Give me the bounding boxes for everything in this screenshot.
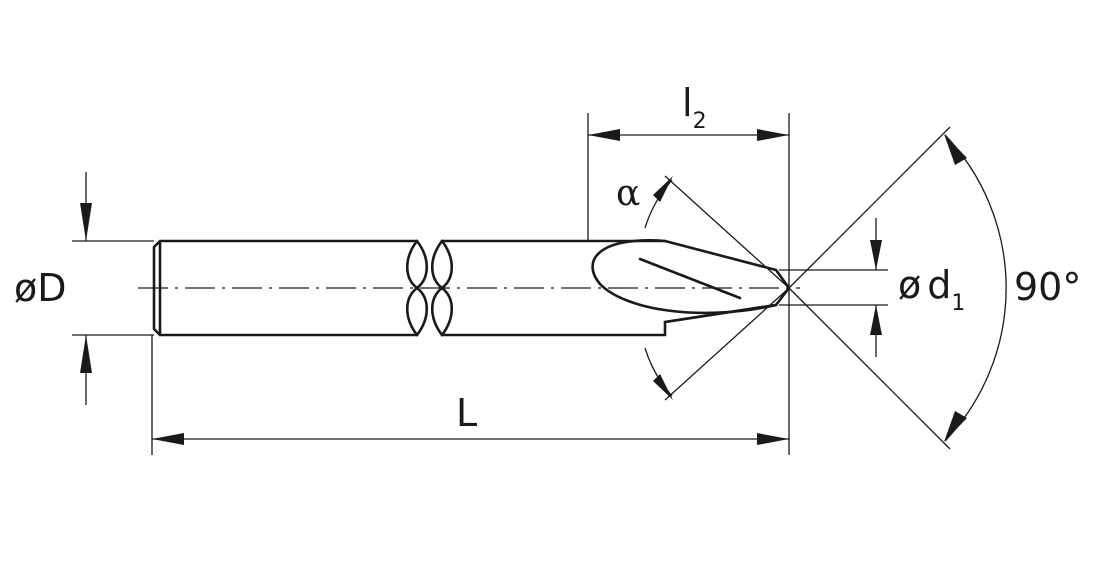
flute-edge: [638, 257, 742, 300]
label-90-degrees: 90°: [1014, 265, 1081, 309]
dimension-90: [788, 126, 1007, 450]
diameter-letter: D: [37, 266, 66, 310]
cutting-edge: [663, 303, 778, 324]
label-alpha: α: [616, 173, 640, 214]
diameter-symbol: ø: [898, 263, 921, 307]
diameter-subscript: 1: [951, 291, 965, 316]
diameter-symbol: ø: [14, 266, 37, 310]
label-diameter-D: øD: [14, 266, 67, 310]
dimension-L: [152, 433, 789, 445]
dimension-d1: [870, 218, 882, 357]
extension-lines: [72, 113, 888, 455]
dimension-D: [80, 172, 92, 405]
label-length-L: L: [456, 391, 477, 435]
shank-left-outline: [152, 239, 419, 337]
break-line-left-inner: [405, 239, 429, 337]
dimension-l2: [588, 129, 789, 141]
label-length-l2: l2: [682, 81, 707, 134]
flute-lip: [591, 239, 778, 315]
tool-body: [152, 239, 791, 337]
dimension-alpha: [644, 175, 790, 401]
length-letter: l: [682, 81, 693, 125]
length-subscript: 2: [693, 109, 707, 134]
diameter-letter: d: [927, 263, 951, 307]
body-outline: [440, 239, 791, 337]
